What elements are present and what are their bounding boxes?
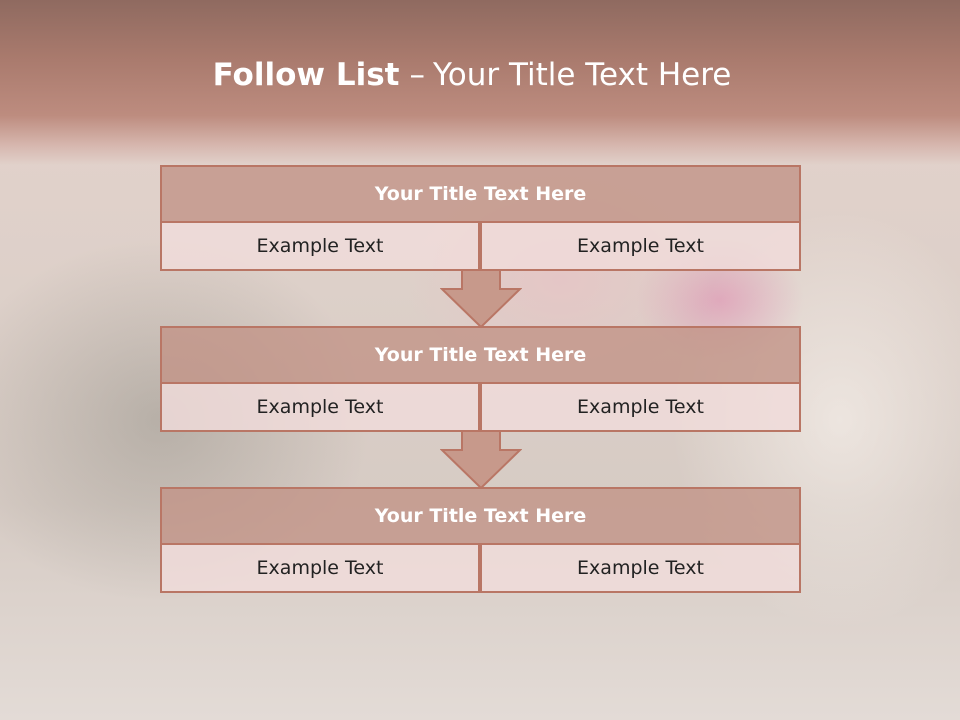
- slide-title-bold: Follow List: [212, 57, 400, 93]
- header-band: [0, 0, 960, 165]
- slide-title: Follow List–Your Title Text Here: [0, 52, 944, 98]
- list-box-3: Your Title Text Here Example Text Exampl…: [160, 487, 801, 593]
- list-box-title: Your Title Text Here: [160, 326, 801, 384]
- list-box-cell-right: Example Text: [480, 543, 801, 593]
- down-arrow-icon: [440, 269, 522, 329]
- list-box-title: Your Title Text Here: [160, 487, 801, 545]
- list-box-title: Your Title Text Here: [160, 165, 801, 223]
- slide-title-separator: –: [409, 57, 425, 93]
- list-box-cell-left: Example Text: [160, 543, 480, 593]
- down-arrow-icon: [440, 430, 522, 490]
- list-box-cell-left: Example Text: [160, 382, 480, 432]
- list-box-cell-left: Example Text: [160, 221, 480, 271]
- list-box-2: Your Title Text Here Example Text Exampl…: [160, 326, 801, 432]
- list-box-cell-right: Example Text: [480, 221, 801, 271]
- list-box-cell-right: Example Text: [480, 382, 801, 432]
- list-box-1: Your Title Text Here Example Text Exampl…: [160, 165, 801, 271]
- slide-title-rest: Your Title Text Here: [432, 57, 732, 93]
